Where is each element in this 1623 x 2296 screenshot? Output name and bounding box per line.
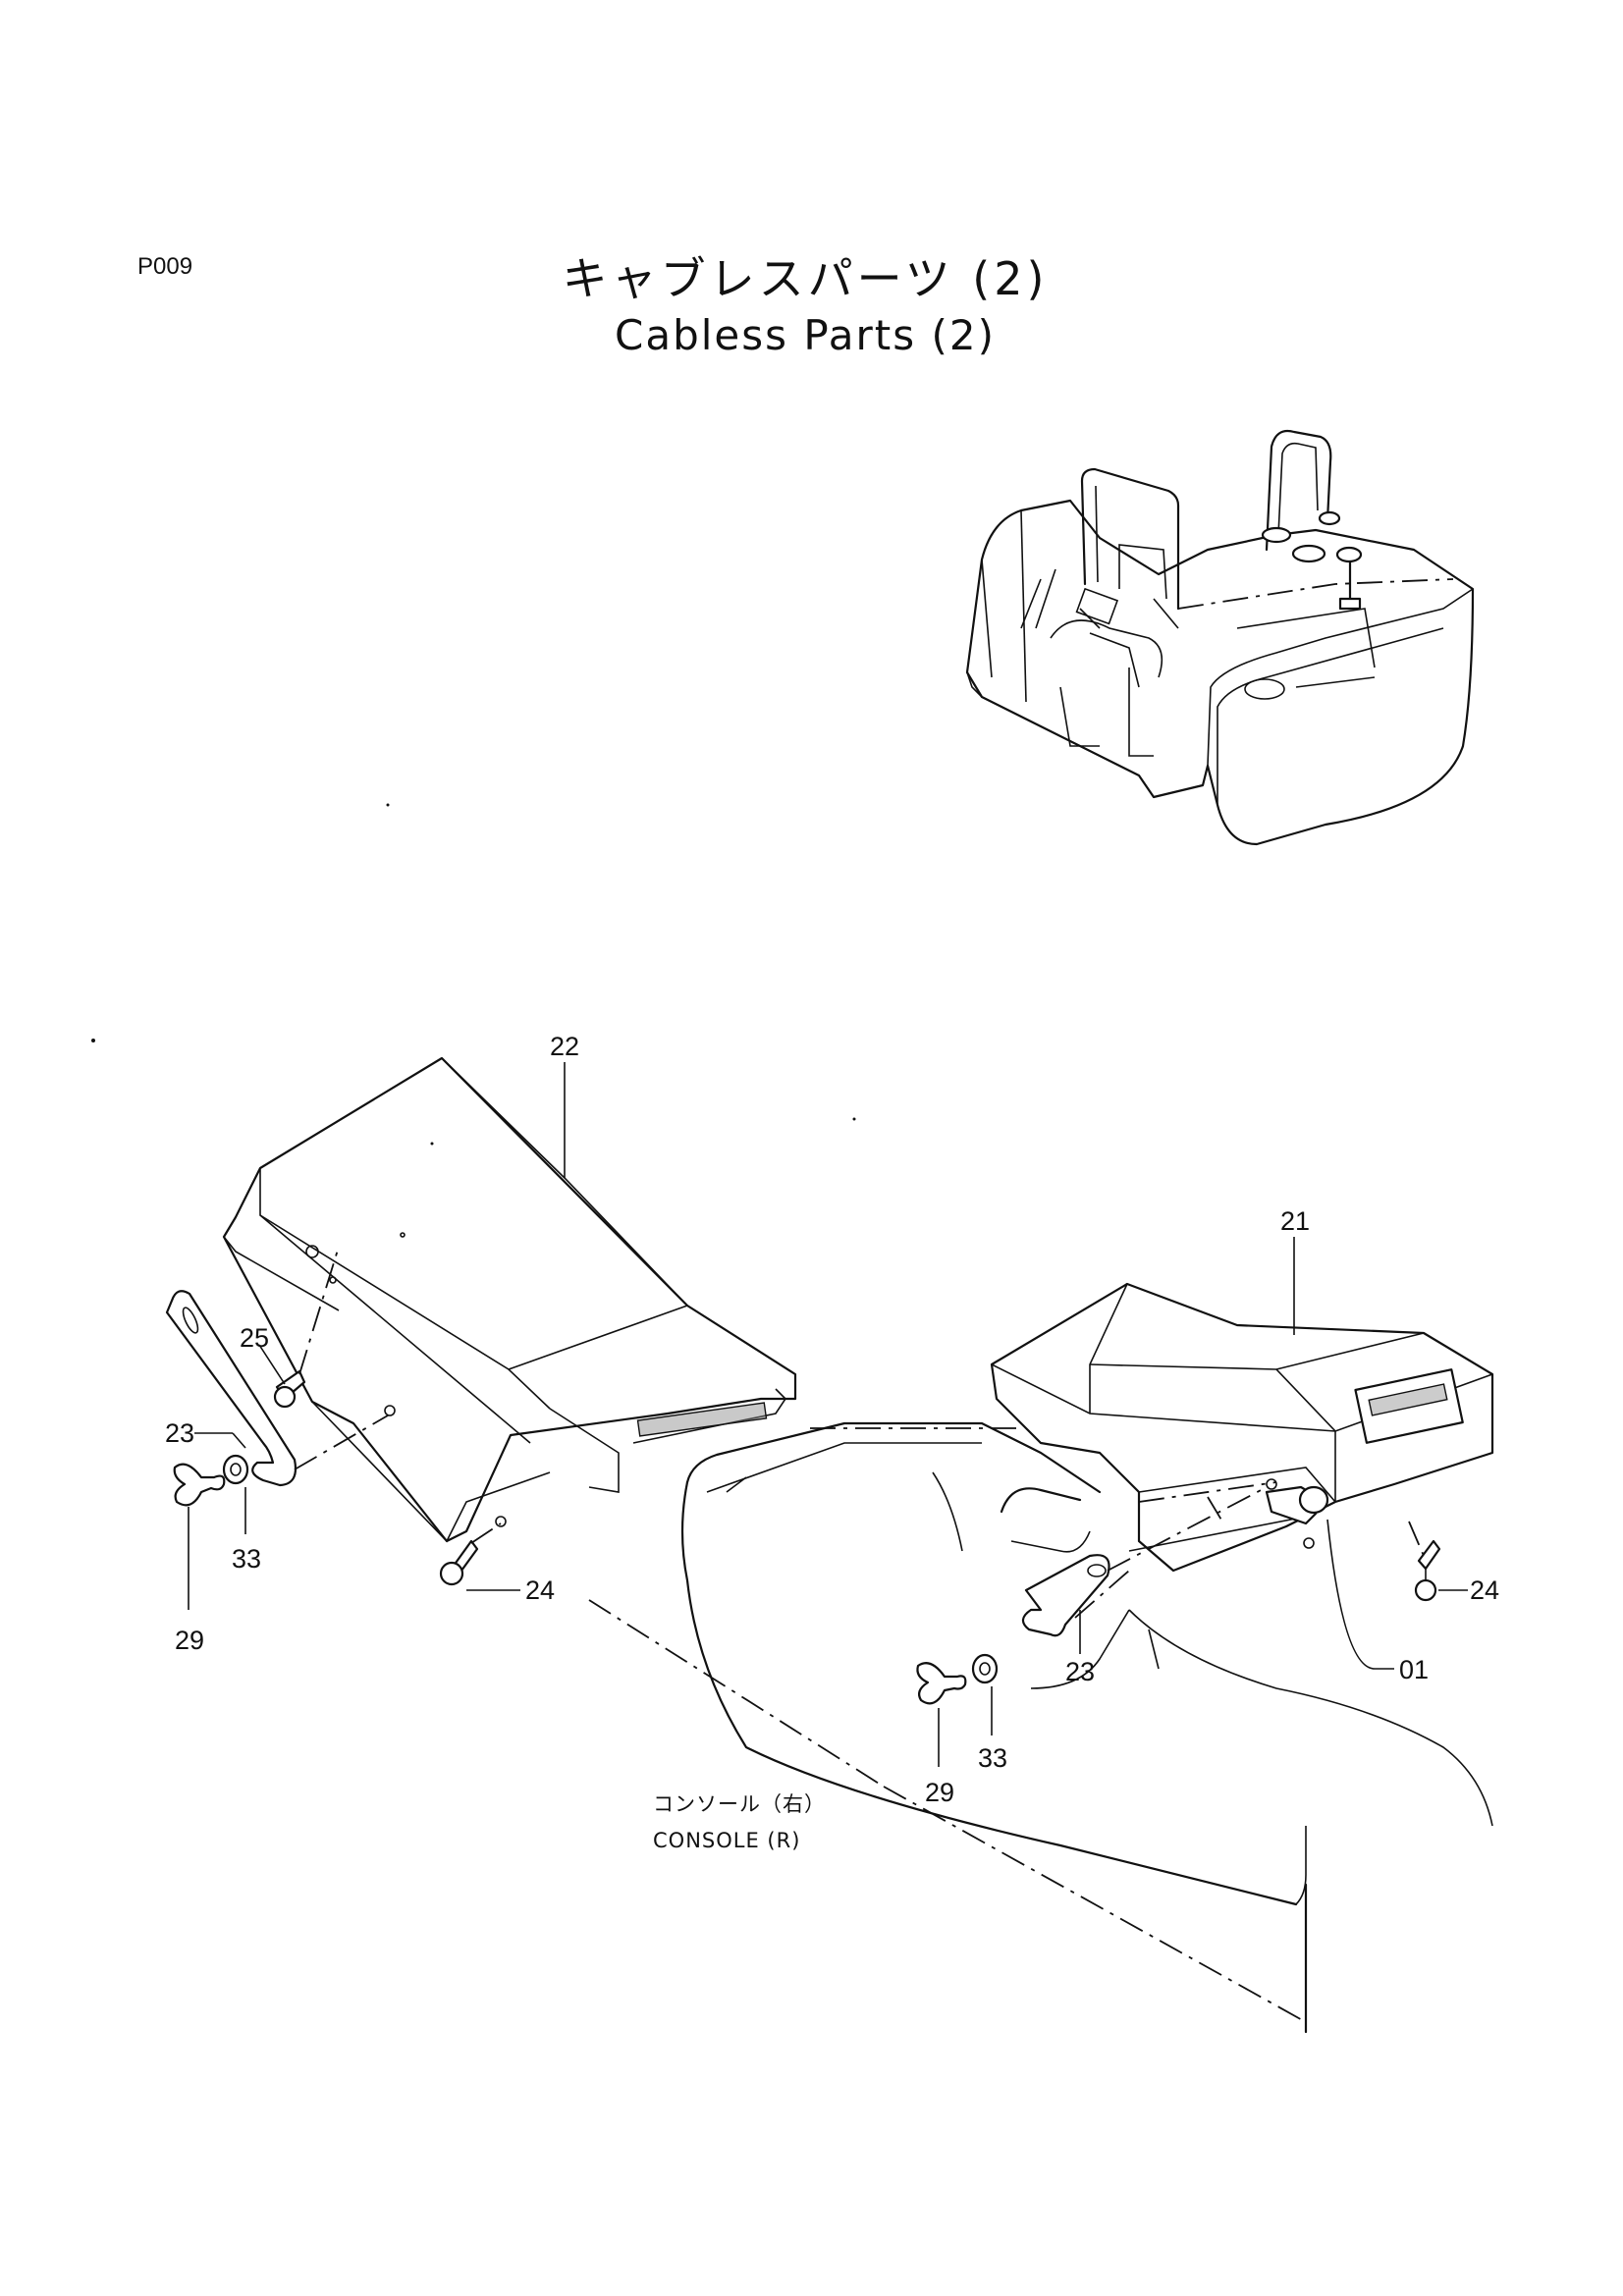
part-29-wingnut-right	[916, 1653, 999, 1705]
leader-lines	[188, 1062, 1468, 1767]
callout-24-left: 24	[525, 1575, 555, 1605]
console-note-japanese: コンソール（右）	[653, 1792, 826, 1816]
console-note-english: CONSOLE (R)	[653, 1829, 800, 1852]
callout-01: 01	[1399, 1655, 1429, 1684]
callout-25: 25	[240, 1323, 269, 1353]
callout-29-left: 29	[175, 1626, 204, 1655]
part-23-bracket-right	[1021, 1486, 1268, 1637]
part-22-cover	[222, 1056, 797, 1543]
part-23-bracket-left	[165, 1290, 389, 1487]
part-01-bolt	[1265, 1485, 1329, 1525]
callout-24-right: 24	[1470, 1575, 1499, 1605]
machine-overview-illustration	[965, 429, 1475, 846]
callout-33-left: 33	[232, 1544, 261, 1574]
callout-23-right: 23	[1065, 1657, 1095, 1686]
part-29-wingnut-left	[173, 1454, 249, 1507]
console-right-body	[588, 1421, 1493, 2034]
title-english: Cabless Parts (2)	[615, 311, 996, 359]
part-24-bolt-left	[439, 1522, 502, 1586]
callout-21: 21	[1280, 1206, 1310, 1236]
title-japanese: キャブレスパーツ (2)	[562, 252, 1049, 305]
part-25-screw	[273, 1246, 340, 1409]
callout-23-left: 23	[165, 1418, 194, 1448]
callout-33-right: 33	[978, 1743, 1007, 1773]
page-code: P009	[137, 253, 193, 280]
callout-22: 22	[550, 1032, 579, 1061]
callout-29-right: 29	[925, 1778, 954, 1807]
part-21-cover	[990, 1282, 1494, 1573]
title-block: キャブレスパーツ (2) Cabless Parts (2)	[550, 250, 1060, 364]
part-24-bolt-right	[1414, 1539, 1441, 1602]
